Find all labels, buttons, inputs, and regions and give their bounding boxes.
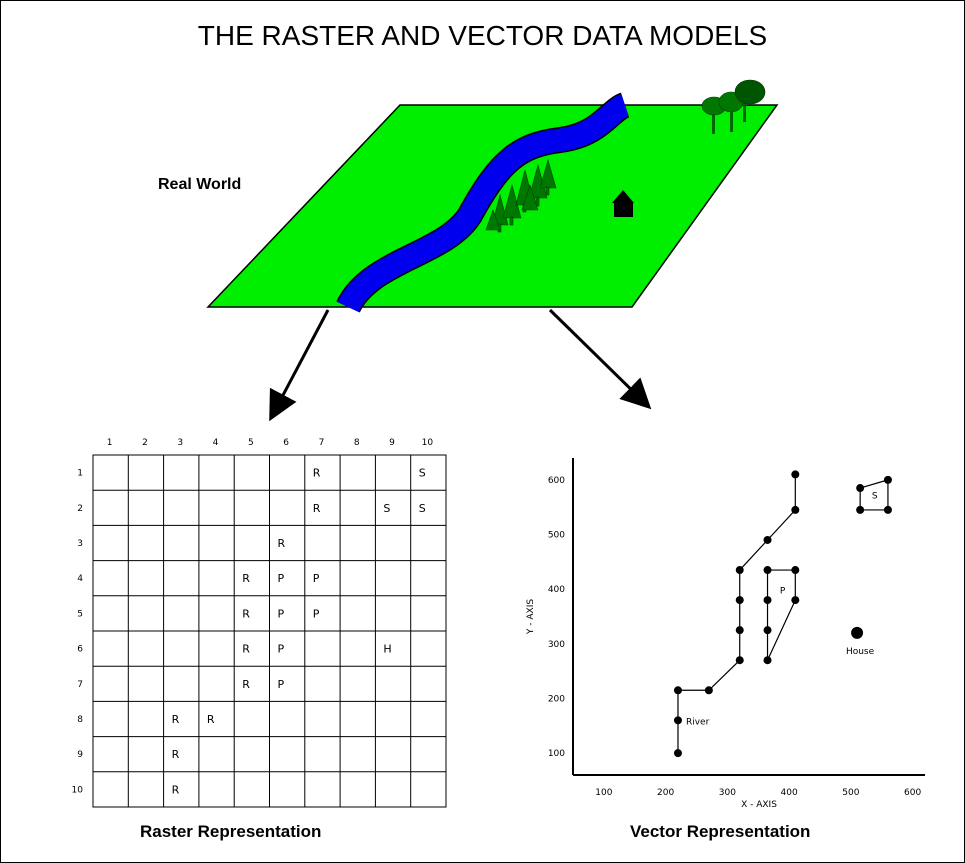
raster-cell-value: R [242, 607, 250, 620]
raster-cell-value: S [383, 502, 390, 515]
raster-col-label: 6 [283, 438, 289, 448]
raster-col-label: 10 [422, 438, 434, 448]
river-line [677, 474, 796, 754]
raster-col-label: 1 [107, 438, 113, 448]
raster-row-label: 8 [77, 715, 83, 725]
y-tick-label: 500 [548, 531, 565, 541]
raster-cell-value: S [419, 502, 426, 515]
raster-row-label: 6 [77, 645, 83, 655]
raster-row-label: 10 [72, 785, 84, 795]
raster-cell-value: R [313, 502, 321, 515]
raster-cell-value: R [172, 713, 180, 726]
raster-col-label: 9 [389, 438, 395, 448]
y-tick-label: 200 [548, 694, 565, 704]
raster-row-label: 7 [77, 680, 83, 690]
x-axis-label: X - AXIS [741, 800, 777, 810]
structure-polygon-vertex [856, 505, 865, 514]
river-line-vertex [763, 535, 772, 544]
river-line-vertex [791, 505, 800, 514]
forest-icon [485, 158, 557, 233]
river-line-vertex [735, 596, 744, 605]
vector-caption: Vector Representation [630, 822, 811, 841]
raster-cell-value: R [207, 713, 215, 726]
structure-polygon-vertex [883, 475, 892, 484]
arrow-to-vector [548, 308, 652, 410]
river-line-vertex [735, 626, 744, 635]
pond-polygon-vertex [763, 656, 772, 665]
y-tick-label: 400 [548, 585, 565, 595]
river-line-vertex [704, 686, 713, 695]
raster-cell-value: R [313, 467, 321, 480]
raster-cell-value: P [313, 607, 320, 620]
river-line-vertex [791, 470, 800, 479]
raster-cell-value: S [419, 467, 426, 480]
raster-row-label: 9 [77, 750, 83, 760]
raster-row-label: 3 [77, 539, 83, 549]
structure-label: S [872, 491, 878, 501]
raster-cell-value: H [383, 643, 391, 656]
raster-row-label: 2 [77, 504, 83, 514]
raster-cell-value: P [278, 607, 285, 620]
pond-polygon [766, 569, 796, 661]
raster-cell-value: P [278, 572, 285, 585]
raster-row-label: 4 [77, 574, 83, 584]
structure-polygon-vertex [856, 484, 865, 493]
raster-row-label: 5 [77, 609, 83, 619]
vector-plot: 100 200 300 400 500 600 100 200 300 400 500 600 X - … [526, 458, 925, 810]
raster-caption: Raster Representation [140, 822, 322, 841]
raster-cell-value: R [242, 643, 250, 656]
raster-col-label: 8 [354, 438, 360, 448]
raster-cell-value: P [278, 678, 285, 691]
arrow-to-raster [269, 309, 330, 422]
x-tick-label: 600 [904, 788, 921, 798]
raster-col-label: 7 [319, 438, 325, 448]
raster-cell-value: P [278, 643, 285, 656]
house-icon [612, 190, 634, 217]
pond-polygon-vertex [791, 566, 800, 575]
real-world-plane [206, 104, 779, 308]
trees-icon [701, 79, 766, 134]
pond-label: P [780, 587, 786, 597]
y-tick-label: 600 [548, 476, 565, 486]
raster-col-label: 2 [142, 438, 148, 448]
raster-cell-value: R [278, 537, 286, 550]
real-world-label: Real World [158, 176, 242, 193]
pond-polygon-vertex [763, 566, 772, 575]
river-line-vertex [673, 749, 682, 758]
pond-polygon-vertex [763, 626, 772, 635]
page-title: THE RASTER AND VECTOR DATA MODELS [197, 20, 768, 51]
house-label: House [846, 647, 875, 657]
x-tick-label: 200 [657, 788, 674, 798]
raster-cell-value: R [172, 783, 180, 796]
pond-polygon-vertex [763, 596, 772, 605]
pond-polygon-vertex [791, 596, 800, 605]
x-tick-label: 100 [595, 788, 612, 798]
river-line-vertex [673, 716, 682, 725]
river-line-vertex [673, 686, 682, 695]
raster-col-label: 3 [177, 438, 183, 448]
raster-cell-value: P [313, 572, 320, 585]
river-line-vertex [735, 656, 744, 665]
raster-cell-value: R [242, 572, 250, 585]
raster-col-label: 5 [248, 438, 254, 448]
x-tick-label: 400 [781, 788, 798, 798]
x-tick-label: 500 [842, 788, 859, 798]
river-line-vertex [735, 566, 744, 575]
raster-cell-value: R [172, 748, 180, 761]
raster-row-label: 1 [77, 469, 83, 479]
structure-polygon-vertex [883, 505, 892, 514]
raster-col-label: 4 [213, 438, 219, 448]
y-tick-label: 300 [548, 640, 565, 650]
house-point [851, 626, 864, 639]
raster-cell-value: R [242, 678, 250, 691]
y-axis-label: Y - AXIS [526, 599, 536, 635]
x-tick-label: 300 [719, 788, 736, 798]
river-label: River [686, 717, 710, 727]
y-tick-label: 100 [548, 749, 565, 759]
